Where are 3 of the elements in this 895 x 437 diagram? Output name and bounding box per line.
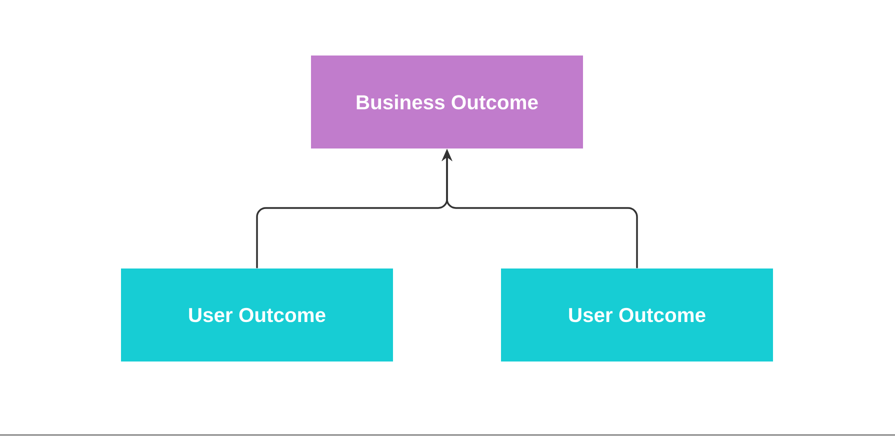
process-box: User Outcome [121,268,393,362]
process-box: User Outcome [501,268,773,362]
process-box: Business Outcome [311,56,583,148]
